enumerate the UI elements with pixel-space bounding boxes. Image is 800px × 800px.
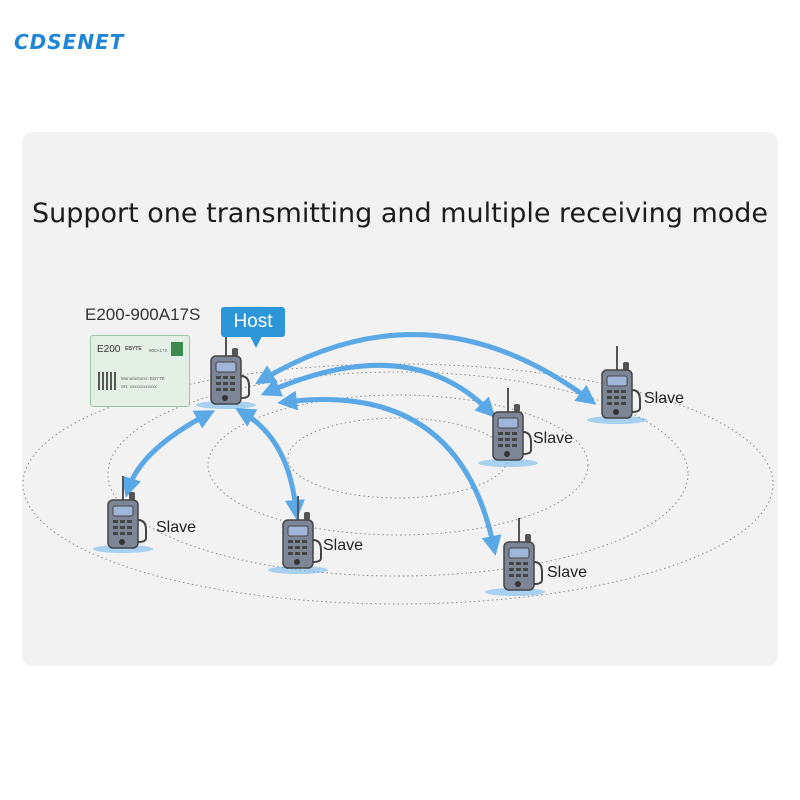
slave-radio-icon: [601, 345, 641, 419]
module-sn: SN: xxxxxxxxxxxx: [121, 384, 157, 389]
slave-label: Slave: [644, 390, 685, 407]
link-arrow: [235, 407, 305, 520]
slave-shadow: [268, 566, 328, 574]
range-ring: [22, 363, 774, 605]
host-bubble-tail: [250, 336, 262, 348]
slave-shadow: [587, 416, 647, 424]
slave-label: Slave: [533, 430, 574, 447]
module-model: 900A17S: [149, 348, 168, 353]
slave-radio-icon: [503, 517, 543, 591]
host-shadow: [196, 401, 256, 409]
module-image: E200 EBYTE Manufacturer: EBYTE SN: xxxxx…: [90, 335, 190, 407]
host-label: Host: [221, 307, 285, 337]
slave-label: Slave: [156, 519, 197, 536]
module-name: E200-900A17S: [85, 305, 201, 324]
link-arrow: [277, 390, 502, 556]
diagram-title: Support one transmitting and multiple re…: [31, 198, 769, 229]
slave-shadow: [93, 545, 153, 553]
slave-label: Slave: [323, 537, 364, 554]
slave-label: Slave: [547, 564, 588, 581]
link-arrow: [121, 410, 216, 498]
brand-logo: CDSENET: [14, 30, 125, 54]
range-ring: [107, 371, 689, 577]
range-ring: [207, 394, 589, 536]
antenna-chip-icon: [171, 342, 183, 356]
link-arrow: [255, 332, 597, 405]
module-chip-brand: EBYTE: [125, 346, 142, 352]
slave-radio-icon: [492, 387, 532, 461]
qr-code-icon: [98, 372, 116, 390]
module-manufacturer: Manufacturer: EBYTE: [121, 376, 165, 381]
slave-radio-icon: [282, 495, 322, 569]
host-radio-icon: [210, 331, 250, 405]
module-chip-label: E200: [97, 344, 121, 355]
